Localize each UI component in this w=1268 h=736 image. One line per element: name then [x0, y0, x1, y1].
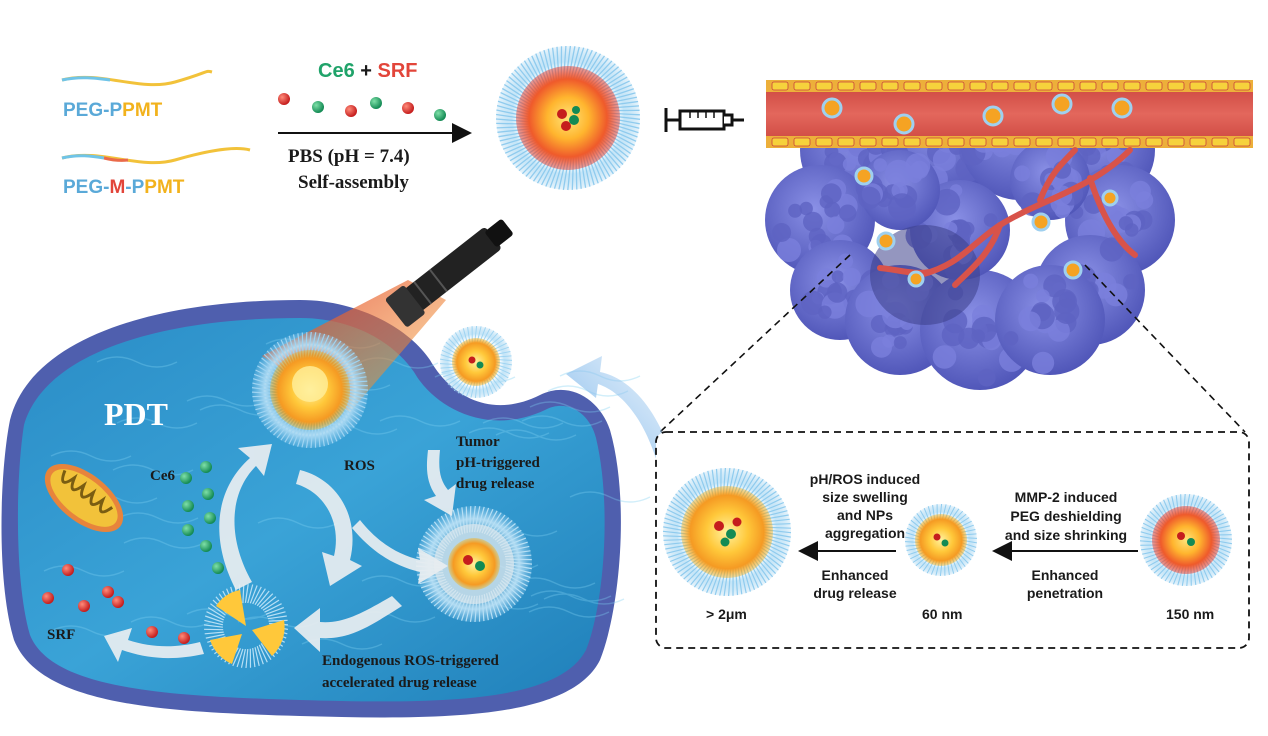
label-ce6: Ce6 — [150, 468, 175, 484]
tumor-line-2: pH-triggered — [456, 455, 540, 471]
label-swelling: pH/ROS induced size swelling and NPs agg… — [798, 470, 932, 542]
label-pdt: PDT — [104, 396, 168, 432]
penetration-line-2: penetration — [1026, 585, 1104, 601]
label-drug-release: Enhanced drug release — [800, 566, 910, 602]
label-ros: ROS — [344, 458, 375, 474]
label-size-small: 150 nm — [1166, 606, 1215, 622]
micelle-small — [1139, 493, 1233, 587]
ce6-text: Ce6 — [318, 60, 355, 82]
vessel-nanoparticle — [893, 113, 915, 135]
label-size-large: > 2μm — [706, 606, 747, 622]
p-text: P — [109, 100, 123, 121]
label-ce6-srf: Ce6 + SRF — [318, 60, 418, 83]
ce6-bead — [434, 109, 446, 121]
endo-line-2: accelerated drug release — [322, 675, 477, 691]
label-peg-m-ppmt: PEG-M-PPMT — [63, 177, 184, 199]
m-text: M — [109, 177, 126, 198]
peg-text: PEG- — [63, 177, 110, 198]
label-endogenous-ros: Endogenous ROS-triggered accelerated dru… — [322, 650, 499, 694]
capillaries — [877, 147, 1138, 288]
p-text: P — [131, 177, 145, 198]
vessel-nanoparticle — [1111, 97, 1133, 119]
srf-text: SRF — [377, 60, 418, 82]
micelle-large — [662, 467, 792, 597]
label-tumor-ph: Tumor pH-triggered drug release — [456, 432, 540, 495]
ce6-bead — [312, 101, 324, 113]
tumor-line-3: drug release — [456, 476, 535, 492]
srf-bead — [402, 102, 414, 114]
micelle-disassembled — [203, 584, 289, 669]
shrink-line-3: and size shrinking — [1004, 527, 1128, 543]
srf-bead — [278, 93, 290, 105]
peg-text: PEG- — [63, 100, 110, 121]
micelle-swollen — [415, 505, 533, 623]
swelling-line-2: size swelling — [822, 489, 908, 505]
tumor-nanoparticles — [854, 166, 1119, 288]
micelle-irradiated — [251, 331, 369, 449]
shrink-line-1: MMP-2 induced — [1014, 489, 1118, 505]
dash-text: - — [125, 177, 132, 198]
label-penetration: Enhanced penetration — [1010, 566, 1120, 602]
polymer-legend — [61, 69, 251, 165]
pmt-text: PMT — [122, 100, 163, 121]
srf-bead — [345, 105, 357, 117]
swelling-line-1: pH/ROS induced — [809, 471, 921, 487]
cycle-arrows — [104, 444, 456, 662]
shrink-line-2: PEG deshielding — [1010, 508, 1122, 524]
pmt-text: PMT — [144, 177, 185, 198]
srf-beads — [42, 564, 190, 644]
micelle-150nm-top — [495, 45, 641, 191]
mitochondrion-icon — [44, 463, 124, 533]
flashlight-icon — [385, 219, 513, 327]
release-line-1: Enhanced — [821, 567, 889, 583]
ce6-bead — [370, 97, 382, 109]
endo-line-1: Endogenous ROS-triggered — [322, 653, 499, 669]
vessel-nanoparticle — [821, 97, 843, 119]
swelling-line-4: aggregation — [824, 525, 906, 541]
tumor-line-1: Tumor — [456, 434, 500, 450]
vessel-nanoparticle — [982, 105, 1004, 127]
blood-vessel — [766, 80, 1253, 148]
penetration-line-1: Enhanced — [1031, 567, 1099, 583]
transfer-arrow — [566, 356, 676, 472]
release-line-2: drug release — [813, 585, 897, 601]
label-size-mid: 60 nm — [922, 606, 963, 622]
swelling-line-3: and NPs — [836, 507, 893, 523]
micelle-endocytosis — [439, 325, 513, 399]
zoom-lines — [659, 254, 1246, 433]
ce6-beads — [180, 461, 224, 574]
self-assembly-arrow — [278, 93, 472, 143]
label-shrinking: MMP-2 induced PEG deshielding and size s… — [996, 488, 1136, 545]
label-pbs: PBS (pH = 7.4) — [288, 146, 410, 167]
label-peg-ppmt: PEG-PPMT — [63, 100, 162, 122]
label-self-assembly: Self-assembly — [298, 172, 409, 193]
plus-text: + — [354, 60, 378, 82]
vessel-nanoparticle — [1051, 93, 1073, 115]
micelle-mid — [904, 503, 978, 577]
syringe-icon — [664, 108, 744, 132]
label-srf: SRF — [47, 627, 76, 643]
